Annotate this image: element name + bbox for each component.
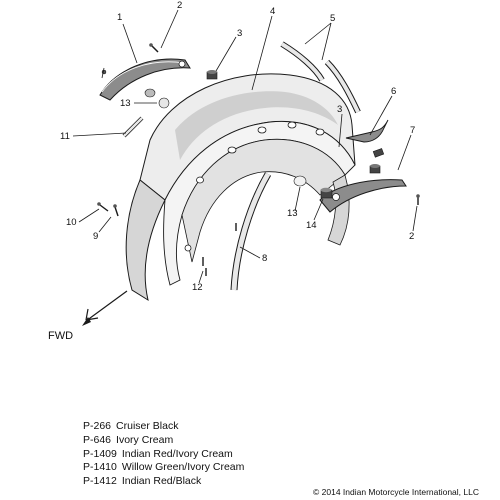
left-rail-trim: [99, 58, 191, 101]
fwd-label: FWD: [48, 330, 73, 342]
callout-3-lower: 3: [337, 104, 342, 115]
nut-lower: [293, 175, 333, 199]
callout-2-lower: 2: [409, 231, 414, 242]
legend-name: Ivory Cream: [116, 433, 174, 446]
legend-name: Willow Green/Ivory Cream: [121, 461, 245, 474]
callout-13-upper: 13: [120, 98, 131, 109]
left-screws: [97, 202, 119, 217]
callout-1: 1: [117, 12, 122, 23]
callout-12: 12: [192, 282, 203, 293]
trim-strips: [280, 41, 361, 114]
legend-code: P-1409: [83, 447, 117, 460]
copyright-notice: © 2014 Indian Motorcycle International, …: [313, 487, 479, 497]
legend-row: P-1409 Indian Red/Ivory Cream: [83, 448, 244, 462]
legend-row: P-266 Cruiser Black: [83, 420, 244, 434]
legend-code: P-266: [83, 420, 112, 432]
callout-11: 11: [60, 131, 70, 142]
right-rail-trim: [319, 164, 407, 213]
right-trim-bracket: [345, 119, 389, 158]
rear-fender: [125, 73, 356, 302]
legend-row: P-1412 Indian Red/Black: [83, 475, 244, 489]
lower-screws: [202, 194, 420, 276]
callout-4: 4: [270, 6, 275, 17]
legend-code: P-646: [83, 433, 112, 446]
callout-13-lower: 13: [287, 208, 298, 219]
callout-14: 14: [306, 220, 317, 231]
callout-8: 8: [262, 253, 267, 264]
legend-row: P-646 Ivory Cream: [83, 434, 244, 448]
left-small-strip: [122, 116, 144, 138]
forward-arrow: [82, 290, 128, 326]
lower-trim-strip: [230, 172, 272, 291]
nut-and-plug-upper: [144, 70, 218, 109]
paint-code-legend: P-266 Cruiser Black P-646 Ivory Cream P-14…: [83, 420, 244, 489]
legend-code: P-1412: [83, 475, 117, 488]
legend-name: Cruiser Black: [116, 420, 179, 432]
screw-upper: [149, 43, 159, 53]
callout-5: 5: [330, 13, 335, 24]
legend-name: Indian Red/Black: [121, 475, 202, 488]
callout-7: 7: [410, 125, 415, 136]
legend-code: P-1410: [83, 461, 117, 474]
callout-3-upper: 3: [237, 28, 242, 39]
callout-2-upper: 2: [177, 0, 182, 11]
legend-row: P-1410 Willow Green/Ivory Cream: [83, 461, 244, 475]
legend-name: Indian Red/Ivory Cream: [121, 447, 233, 460]
leader-lines: [72, 9, 418, 284]
callout-6: 6: [391, 86, 396, 97]
callout-10: 10: [66, 217, 77, 228]
callout-9: 9: [93, 231, 98, 242]
